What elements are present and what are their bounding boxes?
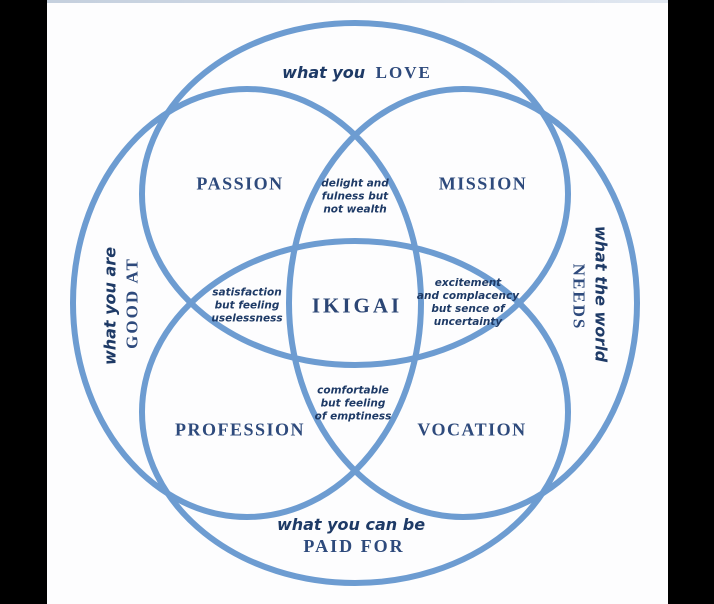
overlap-note-top: delight and fulness but not wealth [321,177,389,216]
left-black-bar [0,0,47,604]
axis-label-love-serif: LOVE [375,63,432,82]
axis-label-needs-serif: NEEDS [569,263,589,331]
right-black-bar [668,0,714,604]
venn-circle-paidfor [139,238,571,586]
venn-circle-needs [286,86,640,520]
axis-label-goodat: what you are GOOD AT [100,241,145,365]
axis-label-love: what you LOVE [282,63,432,83]
axis-label-goodat-script: what you are [100,246,120,366]
region-label-vocation: VOCATION [417,419,527,440]
top-edge-line [47,0,668,3]
axis-label-paidfor-script: what you can be [276,514,426,534]
overlap-note-right: excitement and complacency but sence of … [416,276,520,329]
region-label-mission: MISSION [438,173,528,194]
region-label-passion: PASSION [196,173,284,194]
center-label-ikigai: IKIGAI [311,293,403,318]
axis-label-paidfor-serif: PAID FOR [303,535,405,556]
axis-label-paidfor: what you can be PAID FOR [277,515,431,558]
axis-label-goodat-serif: GOOD AT [122,257,142,349]
overlap-note-left: satisfaction but feeling uselessness [211,286,283,325]
axis-label-needs: what the world NEEDS [567,226,612,368]
overlap-note-bottom: comfortable but feeling of emptiness [314,384,392,423]
venn-circle-love [139,20,571,368]
region-label-profession: PROFESSION [174,419,306,440]
axis-label-needs-script: what the world [591,225,611,363]
axis-label-love-script: what you [282,63,366,82]
venn-circle-goodat [70,86,424,520]
